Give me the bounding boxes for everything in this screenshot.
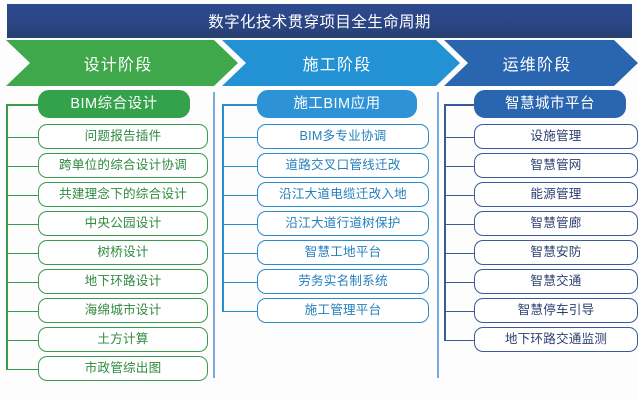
column-operation-head[interactable]: 智慧城市平台: [474, 90, 626, 118]
column-design-head[interactable]: BIM综合设计: [38, 90, 190, 118]
column-design-item[interactable]: 跨单位的综合设计协调: [38, 153, 208, 178]
column-construction-item[interactable]: 施工管理平台: [257, 298, 429, 323]
column-construction-item-label: 劳务实名制系统: [298, 274, 388, 289]
column-operation-item-label: 智慧安防: [530, 245, 582, 260]
column-design-item[interactable]: 市政管综出图: [38, 356, 208, 381]
column-construction-head-label: 施工BIM应用: [293, 95, 381, 112]
column-operation-connector-branch: [444, 165, 474, 168]
column-design-item-label: 土方计算: [97, 332, 149, 347]
phase-arrow-band: 设计阶段 施工阶段 运维阶段: [0, 40, 638, 86]
column-construction-item-label: 沿江大道电缆迁改入地: [279, 187, 407, 202]
phase-label-operation: 运维阶段: [502, 57, 572, 74]
column-operation-item[interactable]: 智慧管网: [474, 153, 638, 178]
column-operation-item-label: 智慧交通: [530, 274, 582, 289]
column-construction-item[interactable]: 沿江大道电缆迁改入地: [257, 182, 429, 207]
column-operation-item[interactable]: 智慧停车引导: [474, 298, 638, 323]
column-operation-connector-branch: [444, 223, 474, 226]
column-design-item[interactable]: 共建理念下的综合设计: [38, 182, 208, 207]
header-banner: 数字化技术贯穿项目全生命周期: [7, 4, 632, 38]
column-design-item-label: 海绵城市设计: [84, 303, 162, 318]
column-construction-item-label: 道路交叉口管线迁改: [285, 158, 401, 173]
column-operation-item[interactable]: 能源管理: [474, 182, 638, 207]
column-construction-item[interactable]: 智慧工地平台: [257, 240, 429, 265]
column-operation-item-label: 地下环路交通监测: [504, 332, 608, 347]
column-construction-item-label: BIM多专业协调: [299, 129, 387, 144]
column-construction-item-label: 沿江大道行道树保护: [285, 216, 401, 231]
column-operation-connector-branch: [444, 194, 474, 197]
column-construction-item[interactable]: 道路交叉口管线迁改: [257, 153, 429, 178]
column-operation-item[interactable]: 设施管理: [474, 124, 638, 149]
column-divider-left: [213, 92, 215, 378]
column-design-connector-branch: [6, 194, 38, 197]
column-design-connector-branch: [6, 339, 38, 342]
column-operation-connector-branch: [444, 252, 474, 255]
column-operation-connector-branch: [444, 310, 474, 313]
column-construction-item-label: 智慧工地平台: [304, 245, 382, 260]
column-operation-item-label: 设施管理: [530, 129, 582, 144]
column-operation-connector-branch: [444, 281, 474, 284]
column-operation-item-label: 智慧停车引导: [517, 303, 595, 318]
column-construction-connector-spine: [222, 104, 224, 311]
phase-label-design: 设计阶段: [83, 57, 153, 74]
column-divider-right: [437, 92, 439, 378]
column-design-connector-branch: [6, 310, 38, 313]
column-operation-item[interactable]: 智慧交通: [474, 269, 638, 294]
phase-chevron-construction[interactable]: 施工阶段: [222, 40, 460, 86]
column-design-head-label: BIM综合设计: [70, 95, 158, 112]
column-construction-connector-branch: [222, 194, 257, 197]
column-design-item[interactable]: 树桥设计: [38, 240, 208, 265]
column-operation-item-label: 智慧管廊: [530, 216, 582, 231]
column-construction-item[interactable]: 劳务实名制系统: [257, 269, 429, 294]
phase-chevron-design[interactable]: 设计阶段: [6, 40, 238, 86]
phase-chevron-operation[interactable]: 运维阶段: [444, 40, 638, 86]
column-operation-connector-branch: [444, 136, 474, 139]
column-design-item[interactable]: 问题报告插件: [38, 124, 208, 149]
column-construction-head[interactable]: 施工BIM应用: [257, 90, 417, 118]
column-construction-connector-branch: [222, 252, 257, 255]
column-design-connector-branch: [6, 165, 38, 168]
column-design-connector-branch: [6, 136, 38, 139]
column-design-item[interactable]: 土方计算: [38, 327, 208, 352]
column-design-item-label: 共建理念下的综合设计: [59, 187, 187, 202]
column-operation-connector-branch: [444, 339, 474, 342]
column-construction-item[interactable]: BIM多专业协调: [257, 124, 429, 149]
column-design-connector-branch: [6, 252, 38, 255]
page-title: 数字化技术贯穿项目全生命周期: [208, 14, 431, 31]
column-operation-item[interactable]: 地下环路交通监测: [474, 327, 638, 352]
column-operation-connector-spine: [444, 104, 446, 340]
column-operation-head-label: 智慧城市平台: [505, 95, 595, 112]
column-construction-item[interactable]: 沿江大道行道树保护: [257, 211, 429, 236]
column-construction-connector-branch: [222, 223, 257, 226]
column-design-connector-branch: [6, 223, 38, 226]
column-design-item-label: 问题报告插件: [84, 129, 162, 144]
column-design-item[interactable]: 中央公园设计: [38, 211, 208, 236]
column-construction-connector-branch: [222, 165, 257, 168]
column-operation-item[interactable]: 智慧安防: [474, 240, 638, 265]
column-design-connector-branch: [6, 281, 38, 284]
column-design-item-label: 跨单位的综合设计协调: [59, 158, 187, 173]
column-operation-item[interactable]: 智慧管廊: [474, 211, 638, 236]
column-construction-connector-branch: [222, 104, 257, 106]
column-construction-connector-branch: [222, 281, 257, 284]
column-operation-item-label: 能源管理: [530, 187, 582, 202]
column-construction-connector-branch: [222, 310, 257, 313]
phase-label-construction: 施工阶段: [302, 57, 372, 74]
column-construction-item-label: 施工管理平台: [304, 303, 382, 318]
column-design-connector-branch: [6, 104, 38, 106]
column-design-item-label: 树桥设计: [97, 245, 149, 260]
column-design-item[interactable]: 海绵城市设计: [38, 298, 208, 323]
column-design-item-label: 中央公园设计: [84, 216, 162, 231]
column-design-item-label: 地下环路设计: [84, 274, 162, 289]
column-operation-connector-branch: [444, 104, 474, 106]
column-design-item[interactable]: 地下环路设计: [38, 269, 208, 294]
column-design-item-label: 市政管综出图: [84, 361, 162, 376]
column-operation-item-label: 智慧管网: [530, 158, 582, 173]
column-design-connector-spine: [6, 104, 8, 369]
column-design-connector-branch: [6, 368, 38, 371]
column-construction-connector-branch: [222, 136, 257, 139]
